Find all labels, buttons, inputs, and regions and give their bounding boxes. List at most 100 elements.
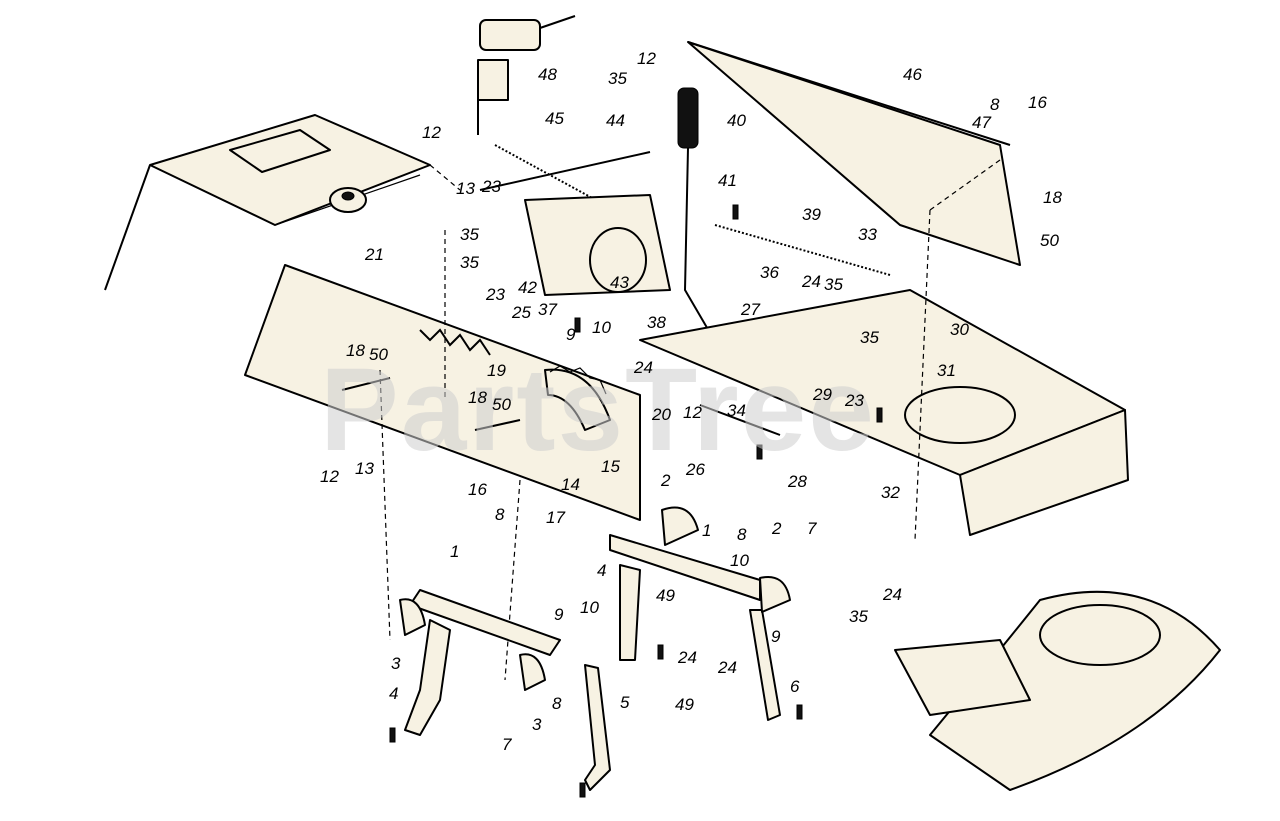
- lift-link-upper: [609, 534, 761, 601]
- callout-33: 33: [858, 225, 877, 244]
- callout-8b: 8: [495, 505, 505, 524]
- callout-18a: 18: [1043, 188, 1062, 207]
- callout-28: 28: [787, 472, 807, 491]
- bracket-2-lower: [759, 576, 791, 613]
- callout-24a: 24: [801, 272, 821, 291]
- bracket-3-mid: [519, 653, 546, 691]
- callout-1a: 1: [702, 521, 711, 540]
- callout-35d: 35: [824, 275, 843, 294]
- callout-5: 5: [620, 693, 630, 712]
- callout-48: 48: [538, 65, 557, 84]
- callout-20: 20: [651, 405, 671, 424]
- callout-35a: 35: [608, 69, 627, 88]
- arm-5: [584, 664, 611, 791]
- callout-16b: 16: [468, 480, 487, 499]
- callout-23c: 23: [844, 391, 864, 410]
- bracket-43: [524, 194, 671, 296]
- callout-9a: 9: [566, 325, 576, 344]
- sector-gear-20: [544, 365, 611, 431]
- callout-9c: 9: [554, 605, 564, 624]
- hardware-pins: [341, 204, 883, 798]
- callout-35c: 35: [460, 253, 479, 272]
- mower-deck: [894, 590, 1221, 791]
- callout-10c: 10: [580, 598, 599, 617]
- callout-8c: 8: [737, 525, 747, 544]
- callout-18c: 18: [468, 388, 487, 407]
- watermark: PartsTree: [320, 344, 876, 476]
- callout-8d: 8: [552, 694, 562, 713]
- callout-35b: 35: [460, 225, 479, 244]
- callout-12c: 12: [683, 403, 702, 422]
- callout-40: 40: [727, 111, 746, 130]
- arm-4-left: [404, 619, 451, 736]
- callout-12b: 12: [422, 123, 441, 142]
- callout-37: 37: [538, 300, 557, 319]
- callout-32: 32: [881, 483, 900, 502]
- callout-38: 38: [647, 313, 666, 332]
- callout-18b: 18: [346, 341, 365, 360]
- arm-4-middle: [619, 564, 641, 661]
- callout-46: 46: [903, 65, 922, 84]
- callout-13b: 13: [355, 459, 374, 478]
- callout-7a: 7: [807, 519, 817, 538]
- callout-12d: 12: [320, 467, 339, 486]
- callout-24d: 24: [677, 648, 697, 667]
- callout-4b: 4: [389, 684, 398, 703]
- callout-8a: 8: [990, 95, 1000, 114]
- callout-24c: 24: [882, 585, 902, 604]
- callout-13a: 13: [456, 179, 475, 198]
- callout-4a: 4: [597, 561, 606, 580]
- frame-deck-right: [639, 209, 1129, 541]
- callout-31: 31: [937, 361, 956, 380]
- steering-shaft: [477, 15, 576, 135]
- callout-14: 14: [561, 475, 580, 494]
- callout-16a: 16: [1028, 93, 1047, 112]
- lift-lever: [677, 87, 721, 351]
- callout-42: 42: [518, 278, 537, 297]
- callout-34: 34: [727, 401, 746, 420]
- callout-43: 43: [610, 273, 629, 292]
- callout-3b: 3: [532, 715, 542, 734]
- callout-47: 47: [972, 113, 991, 132]
- callout-17: 17: [546, 508, 565, 527]
- callout-30: 30: [950, 320, 969, 339]
- bracket-2-upper: [661, 506, 699, 546]
- callout-29: 29: [812, 385, 832, 404]
- callout-24b: 24: [633, 358, 653, 377]
- frame-side-21: [244, 230, 641, 681]
- callout-6: 6: [790, 677, 800, 696]
- callout-41: 41: [718, 171, 737, 190]
- callout-50c: 50: [492, 395, 511, 414]
- callout-49b: 49: [675, 695, 694, 714]
- callout-50b: 50: [369, 345, 388, 364]
- callout-15: 15: [601, 457, 620, 476]
- callout-10b: 10: [730, 551, 749, 570]
- callout-35e: 35: [860, 328, 879, 347]
- callout-21: 21: [364, 245, 384, 264]
- callout-1b: 1: [450, 542, 459, 561]
- callout-19: 19: [487, 361, 506, 380]
- callout-23b: 23: [485, 285, 505, 304]
- bracket-3-left: [399, 598, 426, 636]
- callout-7b: 7: [502, 735, 512, 754]
- callout-27: 27: [740, 300, 760, 319]
- callout-26: 26: [685, 460, 705, 479]
- callout-44: 44: [606, 111, 625, 130]
- callout-2b: 2: [771, 519, 782, 538]
- callout-10a: 10: [592, 318, 611, 337]
- spring-45: [494, 144, 606, 206]
- callout-49a: 49: [656, 586, 675, 605]
- callout-3a: 3: [391, 654, 401, 673]
- rod-44: [479, 151, 651, 191]
- callout-36: 36: [760, 263, 779, 282]
- callout-12a: 12: [637, 49, 656, 68]
- callout-35f: 35: [849, 607, 868, 626]
- callout-23a: 23: [481, 177, 501, 196]
- rod-6: [749, 609, 781, 721]
- callout-45: 45: [545, 109, 564, 128]
- callout-24e: 24: [717, 658, 737, 677]
- callout-39: 39: [802, 205, 821, 224]
- callout-9b: 9: [771, 627, 781, 646]
